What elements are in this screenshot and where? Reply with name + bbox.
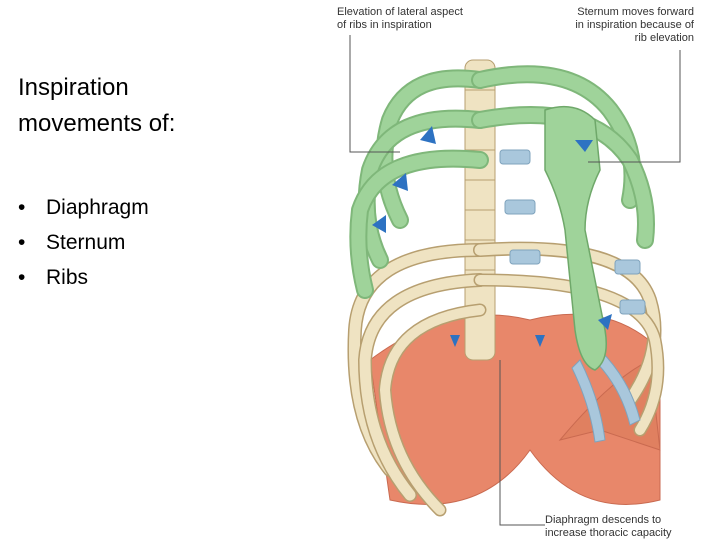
title-line-2: movements of: — [18, 110, 176, 137]
callout-line: in inspiration because of — [575, 19, 694, 31]
callout-diaphragm: Diaphragm descends to increase thoracic … — [545, 514, 672, 540]
leader-lines — [349, 35, 681, 526]
bullet-item: • Sternum — [18, 225, 149, 260]
callout-sternum: Sternum moves forward in inspiration bec… — [575, 6, 694, 45]
arrow-up-icon — [392, 173, 408, 191]
callout-line: of ribs in inspiration — [337, 19, 432, 31]
movement-arrows — [372, 126, 612, 347]
bullet-text: Diaphragm — [46, 196, 149, 219]
ribs-upper-highlighted — [349, 65, 655, 299]
bullet-item: • Ribs — [18, 260, 149, 295]
costal-cartilage — [499, 149, 646, 443]
callout-line: Elevation of lateral aspect — [337, 6, 463, 18]
arrow-down-icon — [535, 335, 545, 347]
arrow-up-icon — [372, 215, 386, 233]
title-line-1: Inspiration — [18, 74, 129, 101]
arrow-forward-icon — [598, 314, 612, 330]
callout-line: increase thoracic capacity — [545, 527, 672, 539]
bullet-text: Sternum — [46, 231, 126, 254]
ribs-lower — [347, 241, 665, 517]
arrow-down-icon — [450, 335, 460, 347]
bullet-dot: • — [18, 231, 26, 254]
rib-cage-illustration — [347, 35, 681, 526]
callout-line: Sternum moves forward — [577, 6, 694, 18]
slide-title: Inspiration movements of: — [18, 70, 318, 142]
callout-line: Diaphragm descends to — [545, 514, 662, 526]
callout-lateral-ribs: Elevation of lateral aspect of ribs in i… — [337, 6, 463, 32]
arrow-forward-icon — [575, 140, 593, 152]
bullet-list: • Diaphragm • Sternum • Ribs — [18, 190, 149, 295]
callout-line: rib elevation — [634, 32, 694, 44]
bullet-text: Ribs — [46, 266, 89, 289]
bullet-dot: • — [18, 196, 26, 219]
arrow-up-icon — [420, 126, 436, 144]
bullet-item: • Diaphragm — [18, 190, 149, 225]
bullet-dot: • — [18, 266, 26, 289]
sternum — [544, 105, 607, 371]
